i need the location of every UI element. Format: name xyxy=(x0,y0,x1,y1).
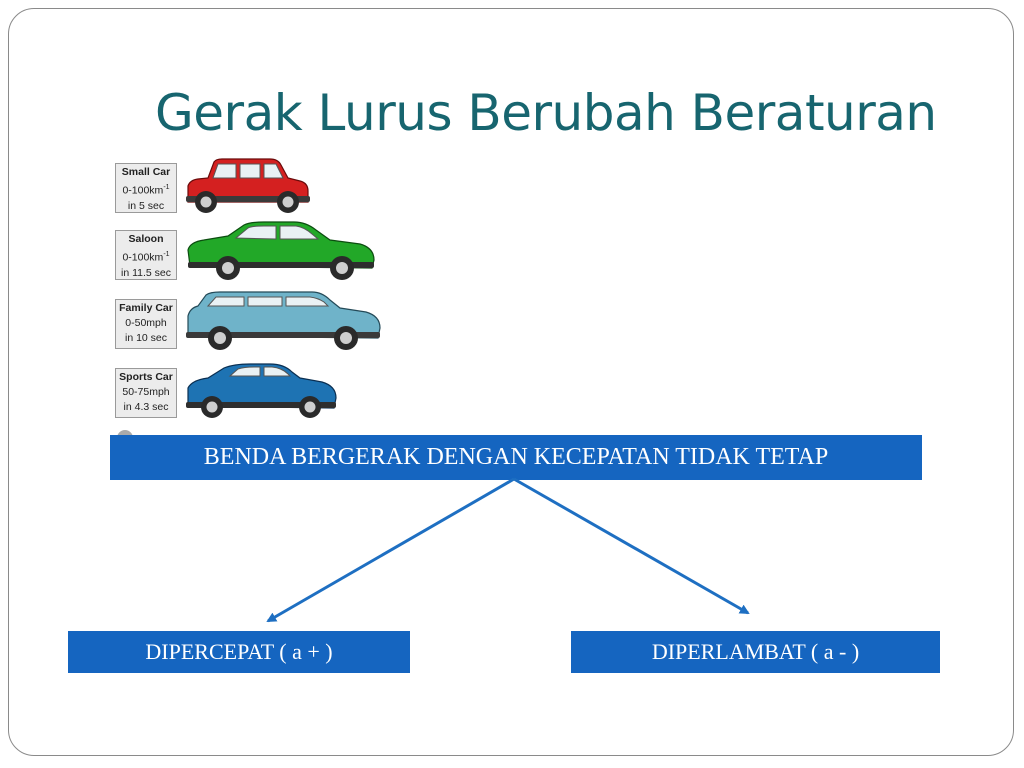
arrow-to-accelerated xyxy=(266,477,515,623)
saloon-label: Saloon 0-100km-1 in 11.5 sec xyxy=(115,230,177,280)
car-name: Saloon xyxy=(128,233,164,245)
family-car-label: Family Car 0-50mph in 10 sec xyxy=(115,299,177,349)
car-spec-sup: -1 xyxy=(163,251,170,258)
car-time: in 4.3 sec xyxy=(123,401,169,413)
main-concept-box: BENDA BERGERAK DENGAN KECEPATAN TIDAK TE… xyxy=(110,435,922,480)
slide-title: Gerak Lurus Berubah Beraturan xyxy=(155,84,937,142)
family-car-icon xyxy=(186,291,381,350)
sports-car-icon xyxy=(186,363,337,418)
car-spec: 0-100km-1 xyxy=(116,247,176,266)
small-car-label: Small Car 0-100km-1 in 5 sec xyxy=(115,163,177,213)
accelerated-box: DIPERCEPAT ( a + ) xyxy=(68,631,410,673)
car-spec-value: 0-100km xyxy=(122,251,164,264)
car-name: Family Car xyxy=(119,302,173,314)
car-time: in 11.5 sec xyxy=(120,266,171,279)
decelerated-box: DIPERLAMBAT ( a - ) xyxy=(571,631,940,673)
car-spec-value: 0-100km xyxy=(122,184,164,197)
car-spec: 50-75mph xyxy=(122,386,170,398)
car-name: Sports Car xyxy=(119,371,173,383)
saloon-car-icon xyxy=(187,221,375,280)
arrow-to-decelerated xyxy=(513,477,750,615)
small-car-icon xyxy=(186,158,310,213)
car-name: Small Car xyxy=(121,166,171,178)
car-time: in 10 sec xyxy=(124,332,168,344)
sports-car-label: Sports Car 50-75mph in 4.3 sec xyxy=(115,368,177,418)
car-spec: 0-100km-1 xyxy=(116,180,176,199)
car-spec: 0-50mph xyxy=(125,317,167,329)
car-spec-sup: -1 xyxy=(163,184,170,191)
car-time: in 5 sec xyxy=(127,199,165,212)
